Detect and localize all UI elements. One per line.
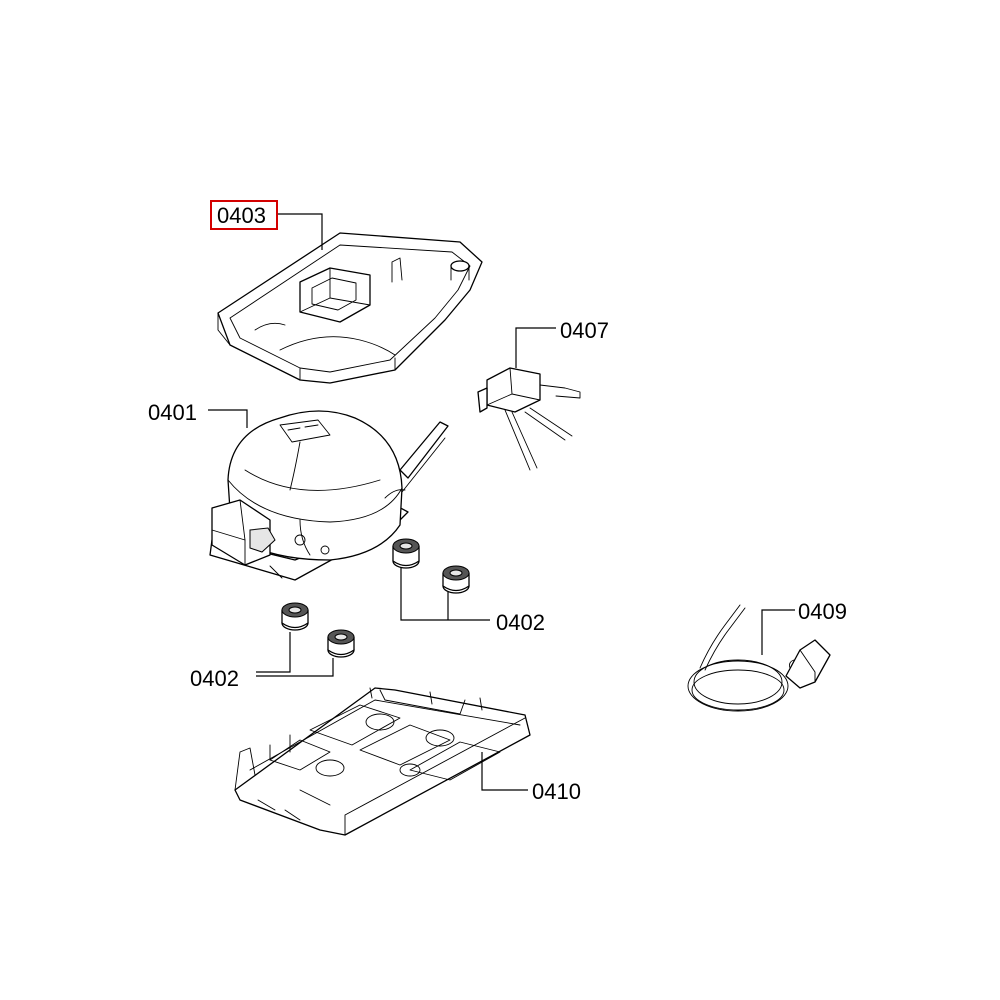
part-label-0407[interactable]: 0407 bbox=[560, 318, 609, 343]
relay-part[interactable] bbox=[477, 367, 581, 471]
part-label-0409[interactable]: 0409 bbox=[798, 599, 847, 624]
grommet-part-right-a[interactable] bbox=[392, 538, 420, 569]
power-cord-part[interactable] bbox=[687, 604, 831, 712]
compressor-part[interactable] bbox=[209, 410, 449, 581]
part-label-0401[interactable]: 0401 bbox=[148, 400, 197, 425]
grommet-part-right-b[interactable] bbox=[442, 565, 470, 594]
base-plate-part[interactable] bbox=[234, 687, 531, 836]
part-label-0402-left[interactable]: 0402 bbox=[190, 666, 239, 691]
grommet-part-left-a[interactable] bbox=[281, 602, 309, 631]
selected-part-highlight bbox=[210, 200, 278, 230]
part-label-0410[interactable]: 0410 bbox=[532, 779, 581, 804]
grommet-part-left-b[interactable] bbox=[327, 629, 355, 658]
drip-tray-part[interactable] bbox=[217, 232, 483, 384]
part-label-0403[interactable]: 0403 bbox=[217, 203, 266, 228]
part-label-0402-right[interactable]: 0402 bbox=[496, 610, 545, 635]
